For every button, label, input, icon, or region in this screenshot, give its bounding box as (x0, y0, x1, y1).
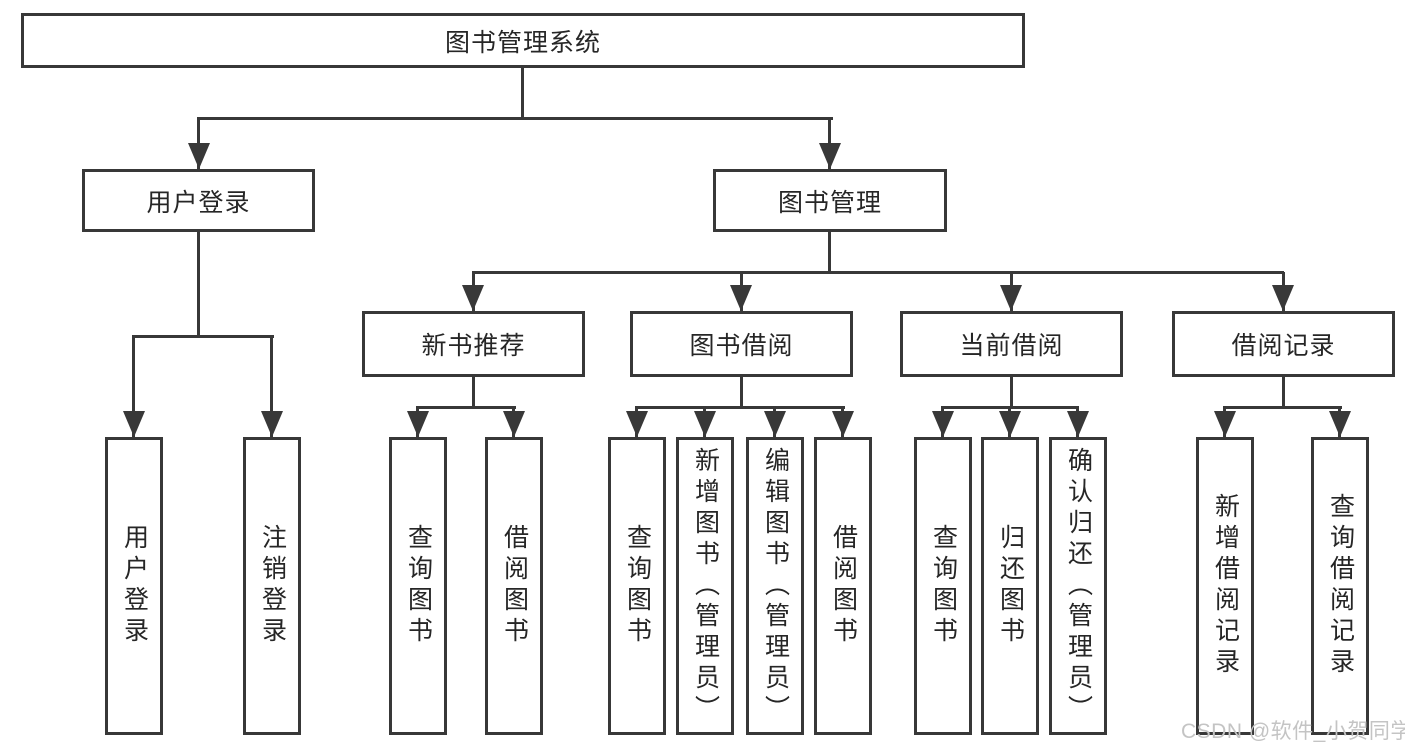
node-root-label: 图书管理系统 (444, 28, 601, 57)
leaf-logout-login-label: 注销登录 (258, 524, 287, 648)
connector-line (635, 406, 845, 409)
node-book-borrow: 图书借阅 (630, 311, 853, 377)
node-new-book-recommend: 新书推荐 (362, 311, 585, 377)
leaf-recommend-borrow-book: 借阅图书 (485, 437, 543, 735)
node-current-borrow: 当前借阅 (900, 311, 1123, 377)
node-current-borrow-label: 当前借阅 (959, 332, 1064, 360)
connector-arrow (462, 285, 484, 311)
connector-line (416, 406, 516, 409)
node-new-book-recommend-label: 新书推荐 (421, 332, 526, 360)
node-book-management: 图书管理 (713, 169, 947, 232)
connector-arrow (188, 143, 210, 169)
leaf-current-return-book-label: 归还图书 (996, 524, 1025, 648)
leaf-current-query-book: 查询图书 (914, 437, 972, 735)
leaf-borrow-query-book-label: 查询图书 (623, 524, 652, 648)
leaf-borrow-borrow-book: 借阅图书 (814, 437, 872, 735)
connector-arrow (1214, 411, 1236, 437)
csdn-watermark: CSDN @软件_小贺同学 (1181, 720, 1405, 743)
connector-arrow (999, 411, 1021, 437)
connector-line (472, 271, 1284, 274)
node-book-management-label: 图书管理 (777, 188, 882, 217)
connector-line (197, 232, 200, 336)
connector-arrow (730, 285, 752, 311)
connector-arrow (1067, 411, 1089, 437)
connector-line (740, 377, 743, 407)
node-user-login: 用户登录 (82, 169, 315, 232)
connector-line (1282, 377, 1285, 407)
node-borrow-record: 借阅记录 (1172, 311, 1395, 377)
leaf-recommend-borrow-book-label: 借阅图书 (500, 524, 529, 648)
connector-line (1010, 377, 1013, 407)
node-book-borrow-label: 图书借阅 (689, 332, 794, 360)
leaf-current-return-book: 归还图书 (981, 437, 1039, 735)
leaf-user-login: 用户登录 (105, 437, 163, 735)
leaf-current-confirm-return-label: 确认归还（管理员） (1064, 446, 1093, 726)
connector-arrow (1272, 285, 1294, 311)
connector-arrow (819, 143, 841, 169)
connector-line (132, 336, 135, 437)
leaf-record-add-record-label: 新增借阅记录 (1211, 493, 1240, 679)
connector-arrow (694, 411, 716, 437)
leaf-borrow-edit-book: 编辑图书（管理员） (746, 437, 804, 735)
connector-arrow (407, 411, 429, 437)
node-user-login-label: 用户登录 (146, 188, 251, 217)
connector-arrow (932, 411, 954, 437)
leaf-borrow-borrow-book-label: 借阅图书 (829, 524, 858, 648)
leaf-record-add-record: 新增借阅记录 (1196, 437, 1254, 735)
connector-line (828, 232, 831, 272)
connector-arrow (123, 411, 145, 437)
connector-arrow (832, 411, 854, 437)
node-borrow-record-label: 借阅记录 (1231, 332, 1336, 360)
leaf-current-confirm-return: 确认归还（管理员） (1049, 437, 1107, 735)
connector-line (1223, 406, 1342, 409)
leaf-recommend-query-book-label: 查询图书 (404, 524, 433, 648)
connector-arrow (764, 411, 786, 437)
connector-line (521, 68, 524, 118)
connector-arrow (1000, 285, 1022, 311)
leaf-borrow-edit-book-label: 编辑图书（管理员） (761, 446, 790, 726)
node-root: 图书管理系统 (21, 13, 1025, 68)
leaf-current-query-book-label: 查询图书 (929, 524, 958, 648)
connector-line (132, 335, 274, 338)
connector-arrow (261, 411, 283, 437)
leaf-record-query-record-label: 查询借阅记录 (1326, 493, 1355, 679)
connector-arrow (503, 411, 525, 437)
connector-line (270, 336, 273, 437)
leaf-record-query-record: 查询借阅记录 (1311, 437, 1369, 735)
leaf-user-login-label: 用户登录 (120, 524, 149, 648)
connector-line (472, 377, 475, 407)
leaf-recommend-query-book: 查询图书 (389, 437, 447, 735)
leaf-borrow-query-book: 查询图书 (608, 437, 666, 735)
leaf-borrow-add-book: 新增图书（管理员） (676, 437, 734, 735)
connector-arrow (626, 411, 648, 437)
connector-arrow (1329, 411, 1351, 437)
leaf-borrow-add-book-label: 新增图书（管理员） (691, 446, 720, 726)
leaf-logout-login: 注销登录 (243, 437, 301, 735)
connector-line (197, 117, 833, 120)
